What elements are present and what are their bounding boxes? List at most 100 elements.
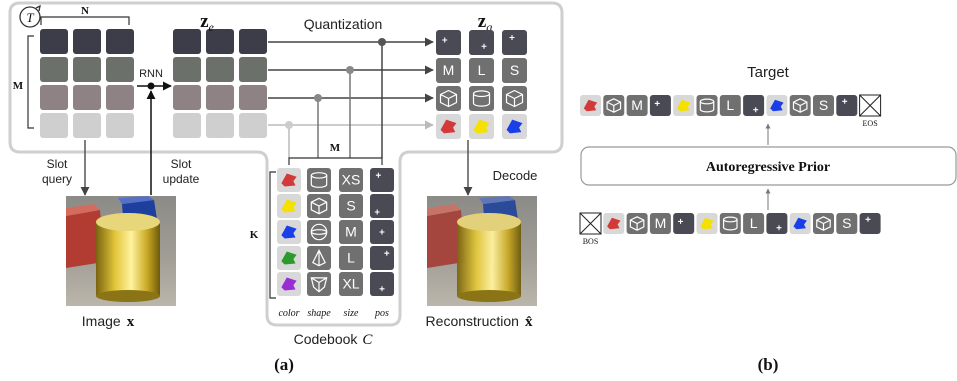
quantization-arrows — [268, 37, 434, 158]
size-token-label: M — [443, 62, 455, 78]
n-label: N — [81, 5, 89, 17]
color-token — [277, 194, 301, 218]
ze-cell — [206, 113, 234, 138]
cylinder-shape-icon — [719, 213, 741, 234]
color-token — [469, 114, 494, 139]
size-token-label: S — [346, 198, 355, 214]
cone-shape-icon — [307, 246, 331, 270]
color-token — [436, 114, 461, 139]
quantization-label: Quantization — [304, 16, 383, 32]
position-token — [436, 30, 461, 55]
slot-cell — [73, 113, 101, 138]
size-token: M — [626, 95, 648, 116]
ze-cell — [173, 113, 201, 138]
slot-grid — [40, 29, 134, 138]
codebook-col-label: size — [344, 308, 360, 319]
size-token-label: S — [842, 215, 851, 231]
panel-a: T N M RNN ze Quantization — [8, 1, 564, 374]
cylinder-shape-icon — [469, 86, 494, 111]
caption-a: (a) — [274, 355, 294, 374]
size-token-label: S — [819, 97, 828, 113]
size-token: XS — [339, 168, 363, 192]
rnn-label: RNN — [139, 68, 163, 80]
size-token-label: M — [631, 97, 643, 113]
size-token: M — [339, 220, 363, 244]
codebook-col-label: pos — [374, 308, 389, 319]
cube-shape-icon — [789, 95, 811, 116]
position-token — [766, 213, 788, 234]
size-token: XL — [339, 272, 363, 296]
n-brace — [40, 16, 130, 25]
size-token: M — [649, 213, 671, 234]
position-token — [859, 213, 881, 234]
autoregressive-prior-label: Autoregressive Prior — [706, 160, 830, 175]
cube-shape-icon — [603, 95, 625, 116]
loop-icon: T — [19, 4, 41, 28]
size-token-label: S — [510, 62, 519, 78]
position-token — [743, 95, 765, 116]
slot-cell — [73, 57, 101, 82]
slot-cell — [40, 85, 68, 110]
ze-cell — [206, 85, 234, 110]
cube-shape-icon — [307, 194, 331, 218]
size-token-label: L — [347, 250, 355, 266]
caption-b: (b) — [758, 355, 779, 374]
position-token — [370, 246, 394, 270]
cube-shape-icon — [502, 86, 527, 111]
slot-cell — [73, 85, 101, 110]
ze-grid — [173, 29, 267, 138]
size-token-label: L — [750, 215, 758, 231]
ze-cell — [239, 85, 267, 110]
ze-cell — [239, 29, 267, 54]
color-token — [502, 114, 527, 139]
position-token — [370, 220, 394, 244]
slot-cell — [106, 85, 134, 110]
size-token: S — [502, 58, 527, 83]
position-token — [836, 95, 858, 116]
ze-cell — [239, 57, 267, 82]
position-token — [370, 272, 394, 296]
codebook-k-brace — [269, 171, 276, 299]
size-token-label: L — [726, 97, 734, 113]
panel-a-outline — [8, 1, 564, 327]
position-token — [370, 194, 394, 218]
slot-cell — [40, 29, 68, 54]
sphere-shape-icon — [307, 220, 331, 244]
cube-shape-icon — [436, 86, 461, 111]
ze-cell — [173, 57, 201, 82]
size-token: M — [436, 58, 461, 83]
color-token — [277, 220, 301, 244]
position-token — [469, 30, 494, 55]
input-image — [66, 196, 176, 306]
size-token: S — [813, 95, 834, 116]
target-label: Target — [747, 64, 790, 81]
codebook-k-label: K — [250, 229, 259, 241]
size-token-label: M — [655, 215, 667, 231]
loop-symbol: T — [26, 10, 34, 25]
size-token-label: XL — [342, 276, 359, 292]
slot-cell — [73, 29, 101, 54]
size-token-label: XS — [342, 172, 361, 188]
slot-cell — [106, 57, 134, 82]
slot-cell — [106, 29, 134, 54]
color-token — [277, 246, 301, 270]
ze-cell — [206, 57, 234, 82]
rnn-node — [147, 82, 155, 90]
codebook-m-brace — [288, 157, 383, 165]
bos-label: BOS — [583, 237, 599, 246]
position-token — [649, 95, 671, 116]
position-token — [502, 30, 527, 55]
decode-label: Decode — [493, 168, 538, 183]
size-token-label: M — [345, 224, 357, 240]
color-token — [580, 95, 601, 116]
cylinder-shape-icon — [307, 168, 331, 192]
